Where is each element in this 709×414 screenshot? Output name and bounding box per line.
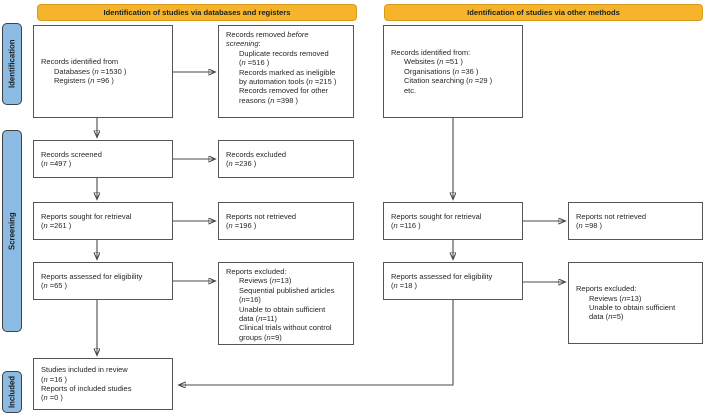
box-reports-not-retrieved-databases: Reports not retrieved(n =196 ) — [218, 202, 354, 240]
box-reports-excluded-databases: Reports excluded:Reviews (n=13)Sequentia… — [218, 262, 354, 345]
box-records-excluded: Records excluded(n =236 ) — [218, 140, 354, 178]
banner-other-methods: Identification of studies via other meth… — [384, 4, 703, 21]
box-studies-included: Studies included in review(n =16 )Report… — [33, 358, 173, 410]
box-records-identified-other-text: Records identified from:Websites (n =51 … — [391, 47, 493, 95]
box-reports-excluded-other: Reports excluded:Reviews (n=13)Unable to… — [568, 262, 703, 344]
box-reports-sought-other-text: Reports sought for retrieval(n =116 ) — [391, 211, 482, 230]
box-records-screened-text: Records screened(n =497 ) — [41, 149, 102, 168]
box-records-screened: Records screened(n =497 ) — [33, 140, 173, 178]
box-reports-assessed-databases: Reports assessed for eligibility(n =65 ) — [33, 262, 173, 300]
banner-databases-registers: Identification of studies via databases … — [37, 4, 357, 21]
box-reports-not-retrieved-other-text: Reports not retrieved(n =98 ) — [576, 211, 647, 230]
box-reports-assessed-other-text: Reports assessed for eligibility(n =18 ) — [391, 271, 493, 290]
box-reports-sought-databases: Reports sought for retrieval(n =261 ) — [33, 202, 173, 240]
box-reports-sought-databases-text: Reports sought for retrieval(n =261 ) — [41, 211, 132, 230]
box-reports-assessed-other: Reports assessed for eligibility(n =18 ) — [383, 262, 523, 300]
box-studies-included-text: Studies included in review(n =16 )Report… — [41, 365, 132, 403]
stage-label-included: Included — [2, 371, 22, 413]
stage-label-screening: Screening — [2, 130, 22, 332]
box-reports-assessed-databases-text: Reports assessed for eligibility(n =65 ) — [41, 271, 143, 290]
box-records-identified-other: Records identified from:Websites (n =51 … — [383, 25, 523, 118]
box-reports-excluded-databases-text: Reports excluded:Reviews (n=13)Sequentia… — [226, 267, 335, 342]
box-records-excluded-text: Records excluded(n =236 ) — [226, 149, 287, 168]
box-reports-not-retrieved-other: Reports not retrieved(n =98 ) — [568, 202, 703, 240]
box-reports-sought-other: Reports sought for retrieval(n =116 ) — [383, 202, 523, 240]
box-reports-not-retrieved-databases-text: Reports not retrieved(n =196 ) — [226, 211, 297, 230]
box-reports-excluded-other-text: Reports excluded:Reviews (n=13)Unable to… — [576, 284, 676, 322]
stage-label-identification: Identification — [2, 23, 22, 105]
